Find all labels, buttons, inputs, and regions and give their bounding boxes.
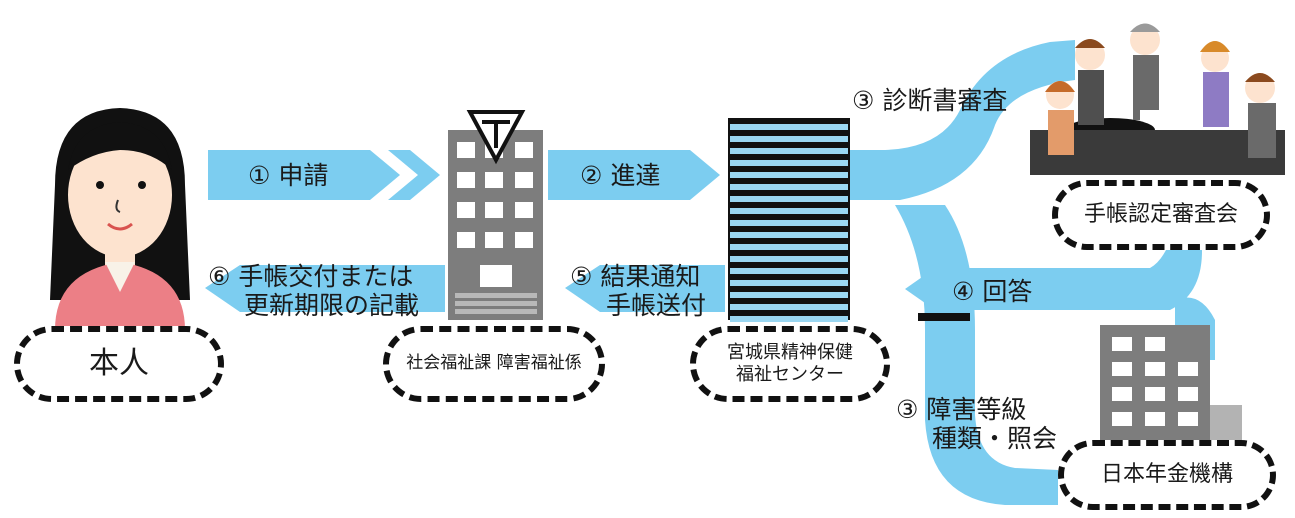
tower-stripe xyxy=(730,316,848,322)
arrow-review xyxy=(850,40,1075,200)
tower-stripe xyxy=(730,304,848,310)
node-person: 本人 xyxy=(14,326,224,402)
step-review-label: ③ 診断書審査 xyxy=(852,86,1008,115)
office-building xyxy=(448,110,543,320)
step-apply-label: ① 申請 xyxy=(248,161,329,190)
tower-stripe xyxy=(730,292,848,298)
tower-stripe xyxy=(730,196,848,202)
tower-stripe xyxy=(730,184,848,190)
node-welfare-office-label: 社会福祉課 障害福祉係 xyxy=(406,353,582,374)
node-pension: 日本年金機構 xyxy=(1058,440,1276,510)
node-committee-label: 手帳認定審査会 xyxy=(1083,202,1238,228)
step-notify-label-2: 手帳送付 xyxy=(606,291,707,320)
arrow-forward xyxy=(548,150,720,200)
node-person-label: 本人 xyxy=(89,346,149,382)
tower-stripe xyxy=(730,160,848,166)
tower-stripe xyxy=(730,256,848,262)
node-committee: 手帳認定審査会 xyxy=(1052,180,1270,250)
tower-stripe xyxy=(730,208,848,214)
node-mental-center: 宮城県精神保健 福祉センター xyxy=(690,326,890,402)
tower-stripe xyxy=(730,136,848,142)
step-inquiry-label-2: 種類・照会 xyxy=(932,424,1058,453)
pension-building xyxy=(1100,325,1242,440)
node-pension-label: 日本年金機構 xyxy=(1100,462,1233,488)
node-mental-center-label-1: 宮城県精神保健 xyxy=(727,341,853,363)
tower-stripe xyxy=(730,268,848,274)
person-illustration xyxy=(50,108,190,330)
tower-stripe xyxy=(730,124,848,130)
tower-stripe xyxy=(730,148,848,154)
tower-stripe xyxy=(730,280,848,286)
emblem-icon xyxy=(466,110,526,165)
tower-stripe xyxy=(730,232,848,238)
tower-stripe xyxy=(730,244,848,250)
step-answer-label: ④ 回答 xyxy=(952,277,1033,306)
step-inquiry-label-1: ③ 障害等級 xyxy=(896,395,1027,424)
committee-illustration xyxy=(1030,23,1285,175)
center-building xyxy=(728,118,850,322)
node-welfare-office: 社会福祉課 障害福祉係 xyxy=(383,326,605,402)
step-issue-label-2: 更新期限の記載 xyxy=(244,291,420,320)
arrow-issue xyxy=(205,265,445,312)
tower-stripe xyxy=(730,220,848,226)
tower-stripe xyxy=(730,172,848,178)
node-mental-center-label-2: 福祉センター xyxy=(736,364,844,385)
arrow-notify xyxy=(565,265,725,312)
step-forward-label: ② 進達 xyxy=(580,161,661,190)
arrow-inquiry xyxy=(895,205,1058,505)
arrow-apply xyxy=(208,150,400,200)
step-notify-label-1: ⑤ 結果通知 xyxy=(570,262,701,291)
step-issue-label-1: ⑥ 手帳交付または xyxy=(208,262,414,291)
